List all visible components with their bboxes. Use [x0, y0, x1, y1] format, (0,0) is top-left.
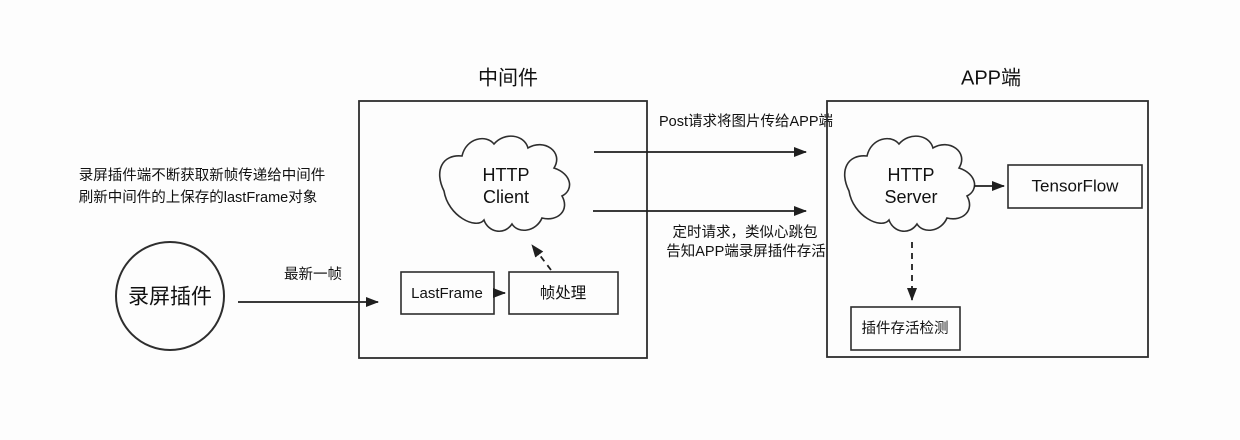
http-client-line2: Client: [483, 187, 529, 207]
http-client-line1: HTTP: [483, 165, 530, 185]
dashed-arrow-frameprocess-to-client: [531, 244, 552, 271]
left-note-line2: 刷新中间件的上保存的lastFrame对象: [79, 189, 317, 206]
lastframe-box: [400, 271, 495, 315]
left-note-line1: 录屏插件端不断获取新帧传递给中间件: [79, 167, 326, 184]
alive-check-box: [850, 306, 961, 351]
http-client-cloud: [438, 135, 571, 232]
newest-frame-label: 最新一帧: [284, 266, 342, 283]
frame-process-box: [508, 271, 619, 315]
heartbeat-label-line2: 告知APP端录屏插件存活: [666, 243, 826, 260]
http-server-cloud: [843, 135, 976, 232]
tensorflow-label: TensorFlow: [1032, 176, 1120, 195]
alive-check-label: 插件存活检测: [862, 320, 949, 337]
screen-plugin-label: 录屏插件: [128, 286, 212, 309]
middleware-box: [358, 100, 648, 359]
http-server-line2: Server: [884, 187, 937, 207]
tensorflow-box: [1007, 164, 1143, 209]
app-box: [826, 100, 1149, 358]
post-request-label: Post请求将图片传给APP端: [659, 113, 833, 130]
middleware-title: 中间件: [478, 66, 538, 89]
lastframe-label: LastFrame: [411, 285, 483, 302]
http-server-line1: HTTP: [888, 165, 935, 185]
app-title: APP端: [961, 66, 1021, 89]
heartbeat-label-line1: 定时请求，类似心跳包: [673, 224, 818, 241]
frame-process-label: 帧处理: [540, 284, 587, 302]
screen-plugin-circle: [115, 241, 225, 351]
